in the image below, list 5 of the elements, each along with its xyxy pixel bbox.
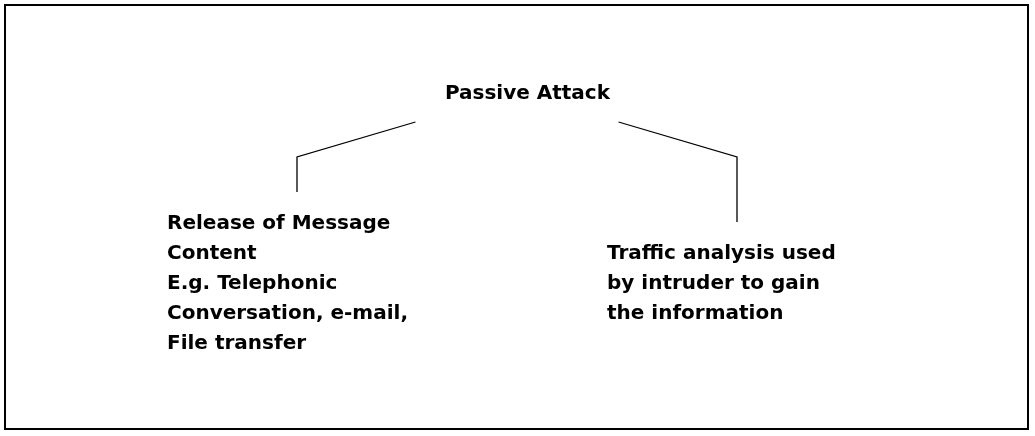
node-text: Passive Attack — [444, 80, 610, 104]
node-text: Traffic analysis used by intruder to gain the information — [606, 240, 836, 324]
connector — [617, 121, 738, 223]
connector — [295, 121, 416, 193]
node-text: Release of Message Content E.g. Telephonic Conversation, e-mail, File transfer — [166, 210, 408, 354]
